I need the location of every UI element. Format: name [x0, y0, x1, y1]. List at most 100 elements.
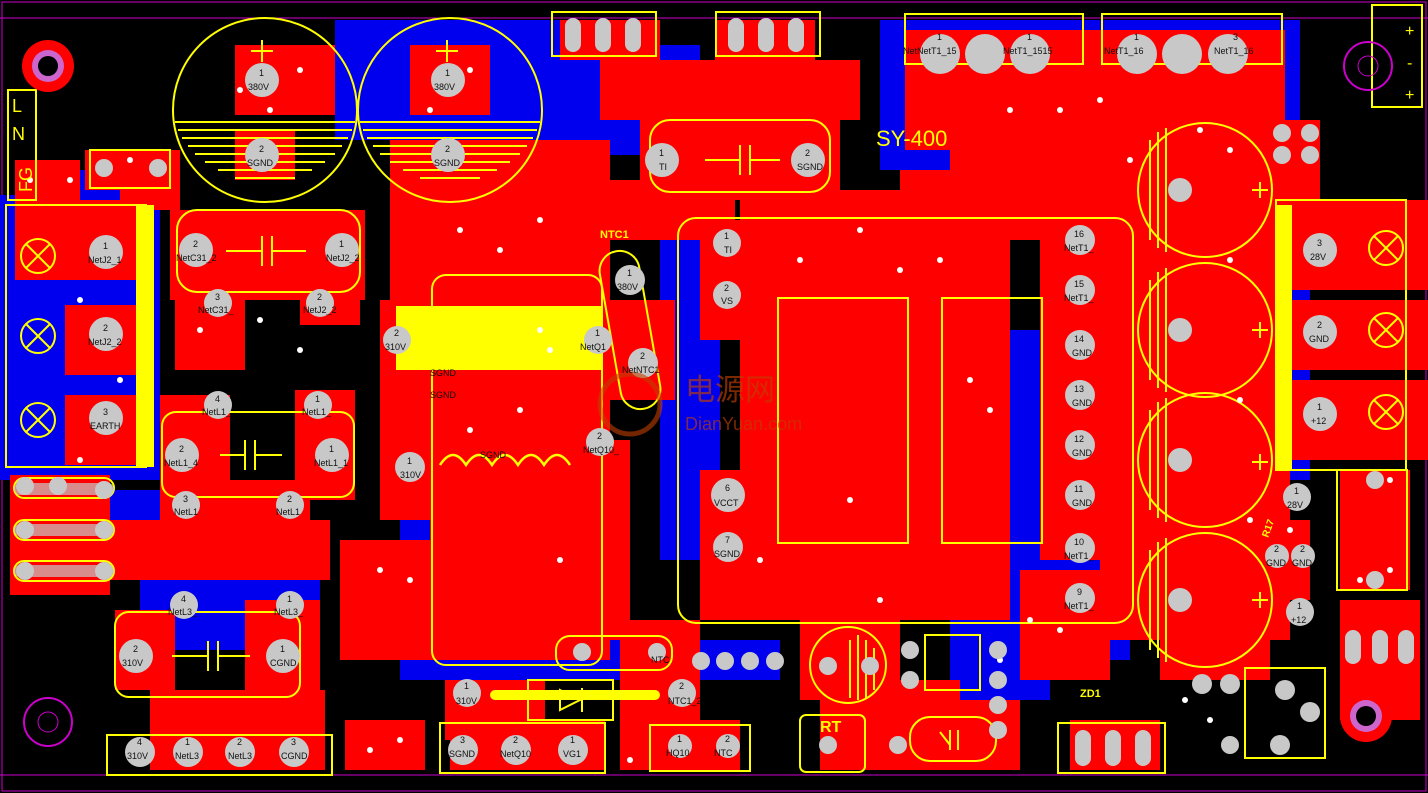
- pad-label: 2: [725, 734, 730, 744]
- pad-label: VG1: [563, 749, 581, 759]
- pad-label: 1: [103, 241, 108, 251]
- pad-label: NetT1_1515: [1003, 46, 1053, 56]
- pad-label: SGND: [430, 390, 457, 400]
- fuse-silk-block: [396, 306, 602, 370]
- pad-label: 1: [595, 328, 600, 338]
- pad-label: NetNetT1_15: [903, 46, 957, 56]
- pad-label: VS: [721, 296, 733, 306]
- pad-label: 1: [287, 594, 292, 604]
- pad-label: 9: [1077, 587, 1082, 597]
- pad-label: 1: [407, 456, 412, 466]
- pad-label: 11: [1074, 484, 1083, 494]
- pad-label: 2: [805, 148, 810, 158]
- output-silk-bar: [1276, 205, 1292, 470]
- pad-label: GND: [1292, 558, 1313, 568]
- ac-terminal-screws: [20, 230, 1404, 438]
- pad-label: 2: [445, 144, 450, 154]
- component-pads: [89, 34, 1337, 767]
- refdes-zd1: ZD1: [1080, 688, 1101, 700]
- pad-label: +12: [1311, 416, 1326, 426]
- pad-label: 1: [1134, 32, 1139, 42]
- pad-label: 310V: [122, 658, 143, 668]
- pad-label: 2: [513, 735, 518, 745]
- pad-label: 2: [259, 144, 264, 154]
- pad-label: 1: [1294, 486, 1299, 496]
- pad-label: 13: [1074, 384, 1084, 394]
- pad-label: 1: [570, 735, 575, 745]
- pad-label: 3: [291, 737, 296, 747]
- pad-label: 1: [724, 231, 729, 241]
- small-pads: [16, 124, 1384, 755]
- pad-label: 2: [103, 323, 108, 333]
- pad-label: NetL1_4: [164, 458, 198, 468]
- pad-label: NetL1: [174, 507, 198, 517]
- pad-label: 2: [1317, 320, 1322, 330]
- pad-label: NetNTC1: [622, 365, 660, 375]
- pad-label: 1: [1027, 32, 1032, 42]
- pad-label: NetT1_: [1064, 551, 1095, 561]
- pad-label: 3: [1233, 32, 1238, 42]
- edge-label-l: L: [12, 96, 22, 116]
- transformer-coil: [438, 453, 572, 468]
- pad-label: 2: [1274, 544, 1279, 554]
- pad-label: TI: [659, 162, 667, 172]
- pad-label: 2: [1300, 544, 1305, 554]
- pad-label: NetC31_: [198, 305, 235, 315]
- pad-label: 2: [287, 494, 292, 504]
- pad-label: 3: [460, 735, 465, 745]
- pad-label: NetT1_16: [1104, 46, 1144, 56]
- pad-label: 1: [339, 239, 344, 249]
- pad-label: NetT1_: [1064, 243, 1095, 253]
- pad-label: 3: [183, 494, 188, 504]
- pad-label: 380V: [434, 82, 455, 92]
- pad-label: 1: [464, 681, 469, 691]
- watermark-en: DianYuan.com: [685, 414, 802, 434]
- pad-label: NTC1_2: [668, 696, 702, 706]
- pad-label: NetJ2_2: [326, 253, 360, 263]
- pad-label: CGND: [270, 658, 297, 668]
- pad-label: 16: [1074, 229, 1084, 239]
- pad-label: 380V: [248, 82, 269, 92]
- pad-label: NetJ2_2: [88, 337, 122, 347]
- silkscreen-layer: [5, 4, 1423, 776]
- pad-label: 1: [280, 644, 285, 654]
- pad-label: 2: [597, 431, 602, 441]
- pad-label: NetL3_: [274, 607, 304, 617]
- pad-label: NetQ1: [580, 342, 606, 352]
- pad-label: 3: [215, 292, 220, 302]
- pad-label: 3: [103, 407, 108, 417]
- terminal-silk-bar: [136, 205, 154, 467]
- pad-label: SGND: [430, 368, 457, 378]
- pad-label: GND: [1072, 348, 1093, 358]
- pad-label: 1: [329, 444, 334, 454]
- pad-label: 1: [259, 68, 264, 78]
- pad-label: SGND: [449, 749, 476, 759]
- pad-label: NetJ2_2: [303, 305, 337, 315]
- pad-label: 1: [937, 32, 942, 42]
- pad-label: 2: [179, 444, 184, 454]
- pad-label: 3: [1317, 238, 1322, 248]
- pad-label: NTC: [714, 748, 733, 758]
- pad-label: 380V: [617, 282, 638, 292]
- pad-label: 1: [1297, 601, 1302, 611]
- pad-label: 6: [725, 483, 730, 493]
- pad-label: GND: [1266, 558, 1287, 568]
- pad-label: 310V: [385, 342, 406, 352]
- pad-label: 1: [315, 394, 320, 404]
- pad-label: NetT1_16: [1214, 46, 1254, 56]
- pad-label: NetJ2_1: [88, 255, 122, 265]
- pad-label: 2: [640, 351, 645, 361]
- pad-label: 10: [1074, 537, 1084, 547]
- pad-label: 310V: [127, 751, 148, 761]
- pad-label: 1: [659, 148, 664, 158]
- pad-label: SGND: [797, 162, 824, 172]
- capacitor-hatching: [175, 40, 1268, 700]
- pad-label: 2: [394, 328, 399, 338]
- pad-label: NetL3: [175, 751, 199, 761]
- pad-label: 28V: [1310, 252, 1326, 262]
- pad-label: 15: [1074, 279, 1084, 289]
- pad-label: 4: [137, 737, 142, 747]
